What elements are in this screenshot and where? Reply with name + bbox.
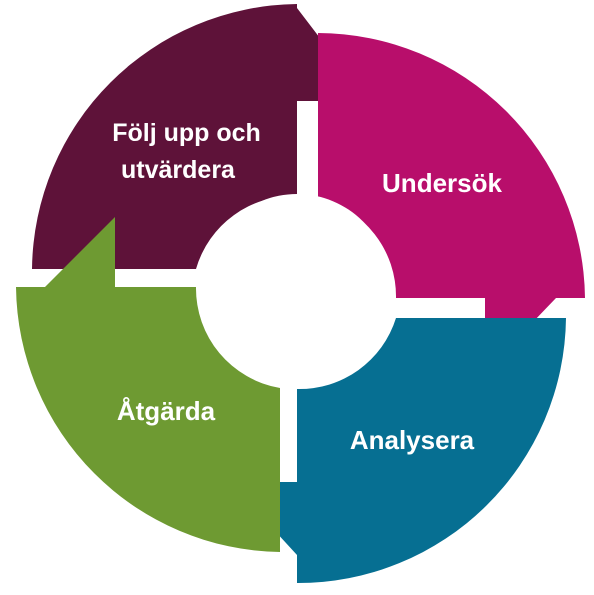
segment-analysera: Analysera [230, 318, 566, 584]
segment-analysera-line-1: Analysera [350, 425, 475, 455]
center-hole [204, 194, 390, 380]
segment-analysera-shape [230, 318, 566, 584]
segment-undersok-label: Undersök [382, 168, 502, 198]
segment-atgarda-line-1: Åtgärda [117, 396, 216, 426]
segment-folj-upp: Följ upp och utvärdera [32, 4, 368, 269]
segment-undersok: Undersök [318, 33, 585, 372]
segment-analysera-label: Analysera [350, 425, 475, 455]
segment-undersok-line-1: Undersök [382, 168, 502, 198]
segment-folj-upp-shape [32, 4, 368, 269]
segment-folj-upp-label: Följ upp och utvärdera [112, 119, 268, 184]
segment-folj-upp-line-2: utvärdera [121, 156, 236, 184]
segment-folj-upp-line-1: Följ upp och [112, 119, 261, 147]
segment-atgarda-shape [16, 217, 280, 552]
segment-atgarda-label: Åtgärda [117, 396, 216, 426]
segment-undersok-shape [318, 33, 585, 372]
segment-atgarda: Åtgärda [16, 217, 280, 552]
